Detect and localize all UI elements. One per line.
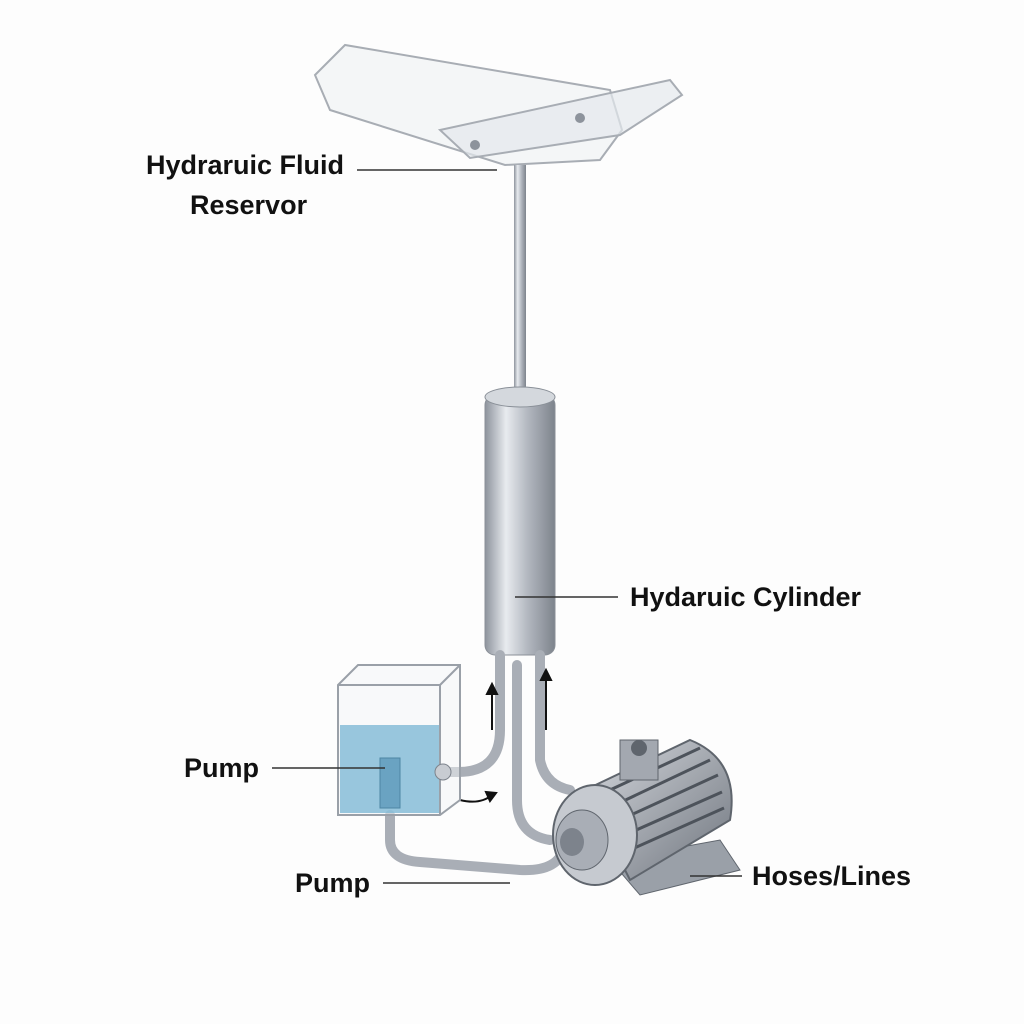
bolt-icon <box>470 140 480 150</box>
cylinder-label: Hydaruic Cylinder <box>630 582 862 612</box>
leader-lines <box>272 169 742 884</box>
hoses-label: Hoses/Lines <box>752 861 912 891</box>
hydraulic-cylinder <box>484 386 556 656</box>
reservoir-label-line1: Hydraruic Fluid <box>146 150 345 180</box>
fluid-tank <box>337 664 461 816</box>
piston-rod <box>514 165 526 395</box>
flow-arrows <box>459 667 553 803</box>
pump-label-upper: Pump <box>184 753 260 783</box>
reservoir-panel <box>313 43 684 167</box>
bolt-icon <box>575 113 585 123</box>
pump-motor <box>552 738 741 896</box>
reservoir-label-line2: Reservor <box>190 190 308 220</box>
pump-label-lower: Pump <box>295 868 371 898</box>
